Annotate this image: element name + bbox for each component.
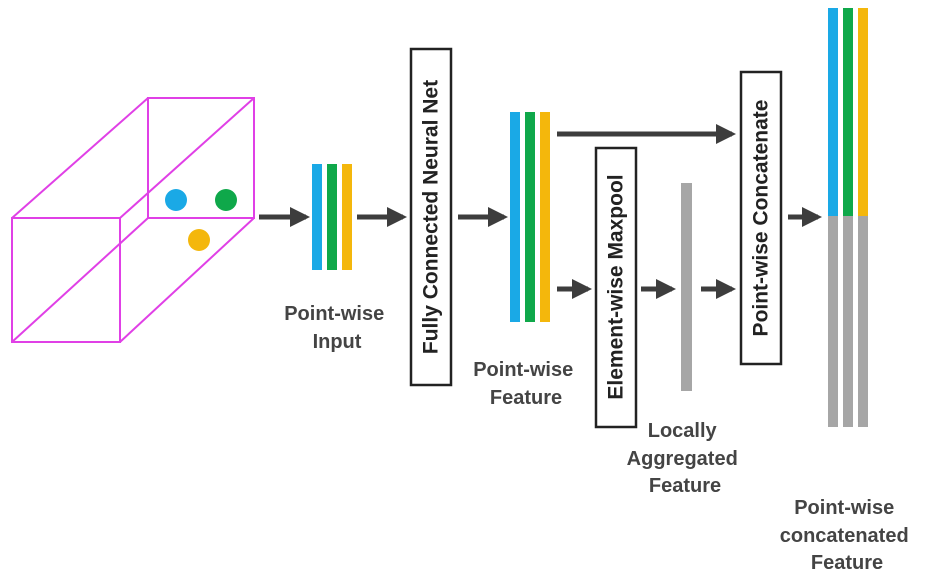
concatenated-feature-label: Point-wise concatenated Feature	[780, 497, 915, 573]
pointwise-input-label: Point-wise Input	[284, 303, 390, 353]
pointwise-feature-bars	[510, 112, 550, 322]
fully-connected-label: Fully Connected Neural Net	[420, 80, 443, 354]
concatenate-box	[739, 70, 783, 366]
point-blue	[165, 189, 187, 211]
aggregated-feature-bar	[681, 183, 692, 391]
maxpool-label: Element-wise Maxpool	[605, 174, 628, 399]
point-green	[215, 189, 237, 211]
maxpool-box	[594, 146, 638, 429]
point-cloud-box	[11, 97, 255, 343]
pointwise-input-bars	[312, 164, 352, 270]
aggregated-feature-label: Locally Aggregated Feature	[627, 420, 744, 497]
fully-connected-box	[409, 47, 453, 387]
point-yellow	[188, 229, 210, 251]
pointwise-feature-label: Point-wise Feature	[473, 359, 579, 409]
concatenate-label: Point-wise Concatenate	[750, 100, 773, 337]
concatenated-feature-bars	[828, 8, 868, 427]
